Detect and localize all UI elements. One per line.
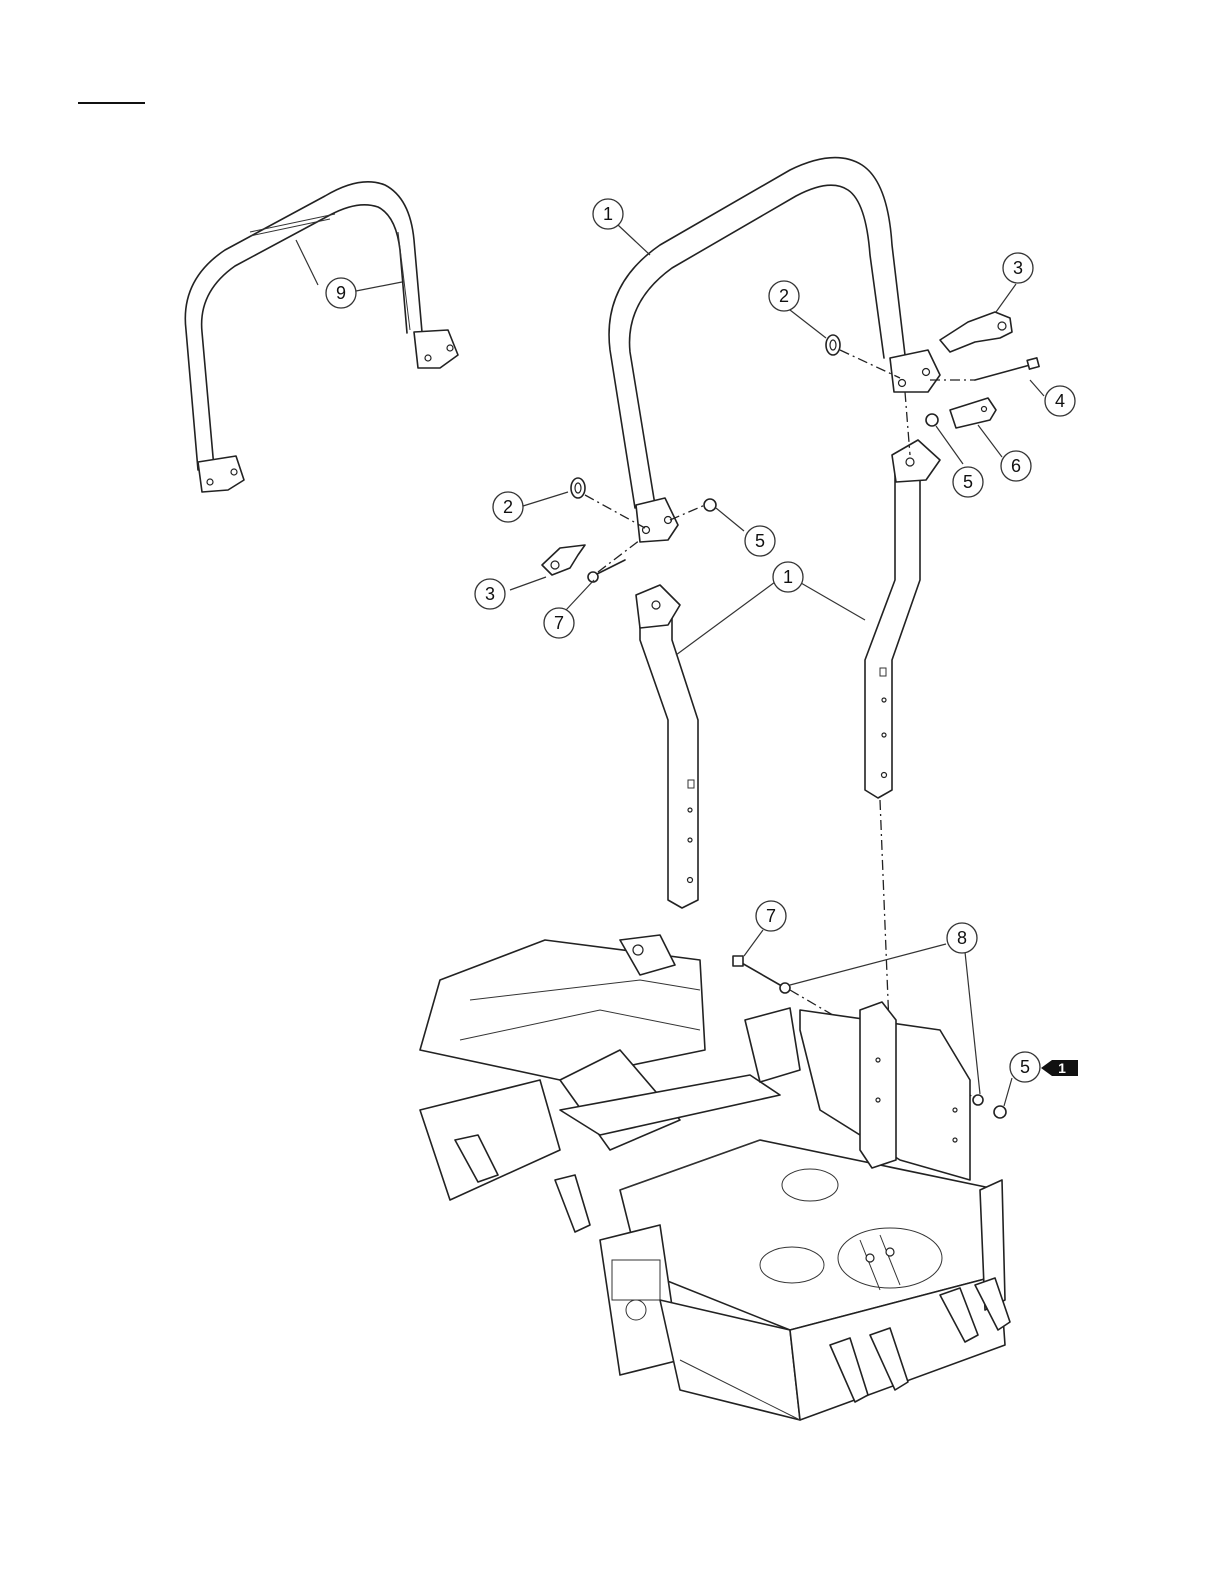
callout-5-left-nut: 5 <box>745 526 775 556</box>
callout-6-bracket: 6 <box>1001 451 1031 481</box>
callout-7-upper-pin: 7 <box>544 608 574 638</box>
svg-text:7: 7 <box>766 906 776 926</box>
callout-5-bottom-nut: 5 <box>1010 1052 1040 1082</box>
svg-text:6: 6 <box>1011 456 1021 476</box>
svg-text:2: 2 <box>503 497 513 517</box>
svg-text:1: 1 <box>603 204 613 224</box>
svg-text:2: 2 <box>779 286 789 306</box>
lower-right-upright <box>865 440 940 798</box>
chassis-frame <box>420 935 1010 1420</box>
callout-5-right-nut: 5 <box>953 467 983 497</box>
svg-text:5: 5 <box>755 531 765 551</box>
svg-text:9: 9 <box>336 283 346 303</box>
svg-text:3: 3 <box>485 584 495 604</box>
svg-text:3: 3 <box>1013 258 1023 278</box>
callout-1-uprights: 1 <box>773 562 803 592</box>
callout-8-washers: 8 <box>947 923 977 953</box>
callout-9-decals: 9 <box>326 278 356 308</box>
callout-3-right-latch-pin: 3 <box>1003 253 1033 283</box>
callout-1-upper-hoop: 1 <box>593 199 623 229</box>
note-flag: 1 <box>1041 1060 1078 1076</box>
upper-hoop <box>609 158 940 542</box>
rollbar-alternate-view <box>185 182 458 492</box>
lower-left-upright <box>636 585 698 908</box>
callout-2-left-knob: 2 <box>493 492 523 522</box>
svg-text:5: 5 <box>963 472 973 492</box>
svg-text:4: 4 <box>1055 391 1065 411</box>
svg-text:8: 8 <box>957 928 967 948</box>
svg-text:1: 1 <box>783 567 793 587</box>
svg-text:1: 1 <box>1058 1060 1066 1076</box>
svg-text:5: 5 <box>1020 1057 1030 1077</box>
callout-7-lower-bolt: 7 <box>756 901 786 931</box>
callout-4-bolt: 4 <box>1045 386 1075 416</box>
callout-3-left-latch-pin: 3 <box>475 579 505 609</box>
svg-text:7: 7 <box>554 613 564 633</box>
callout-2-right-knob: 2 <box>769 281 799 311</box>
